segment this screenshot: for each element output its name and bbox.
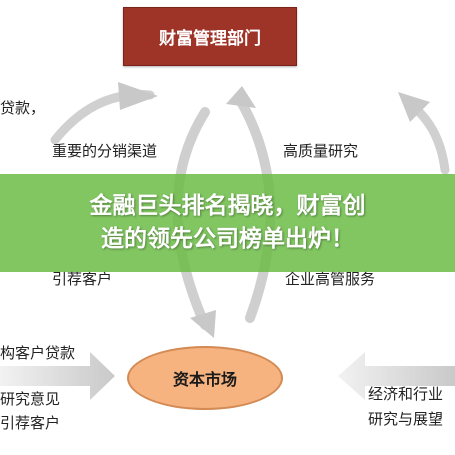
headline-banner: 金融巨头排名揭晓，财富创 造的领先公司榜单出炉！ [0,174,455,272]
left-label-distribution: 重要的分销渠道 [52,142,158,160]
wealth-management-box: 财富管理部门 [123,7,297,66]
arrowhead-upper-right [398,92,430,122]
right-label-economy-industry: 经济和行业 [368,385,444,403]
left-label-referral-top: 引荐客户 [52,270,113,288]
left-label-client-loans: 构客户贷款 [0,344,76,362]
headline-line-2: 造的领先公司榜单出炉！ [101,226,354,252]
left-label-loans: 贷款， [0,99,46,117]
left-label-referral-bottom: 引荐客户 [0,414,61,432]
arrow-center-to-right [338,352,455,400]
left-label-research-opinion: 研究意见 [0,390,61,408]
arrowhead-upper-left [118,82,158,110]
capital-markets-oval: 资本市场 [127,346,283,410]
arrowhead-center-right [226,86,256,108]
right-label-research-outlook: 研究与展望 [368,410,444,428]
curved-arrow-upper-right [410,103,450,175]
headline-line-1: 金融巨头排名揭晓，财富创 [89,193,366,219]
arrowhead-center-left [190,310,216,338]
arrow-left-to-center [0,352,115,400]
right-label-research: 高质量研究 [283,142,359,160]
right-label-exec-services: 企业高管服务 [285,270,376,288]
